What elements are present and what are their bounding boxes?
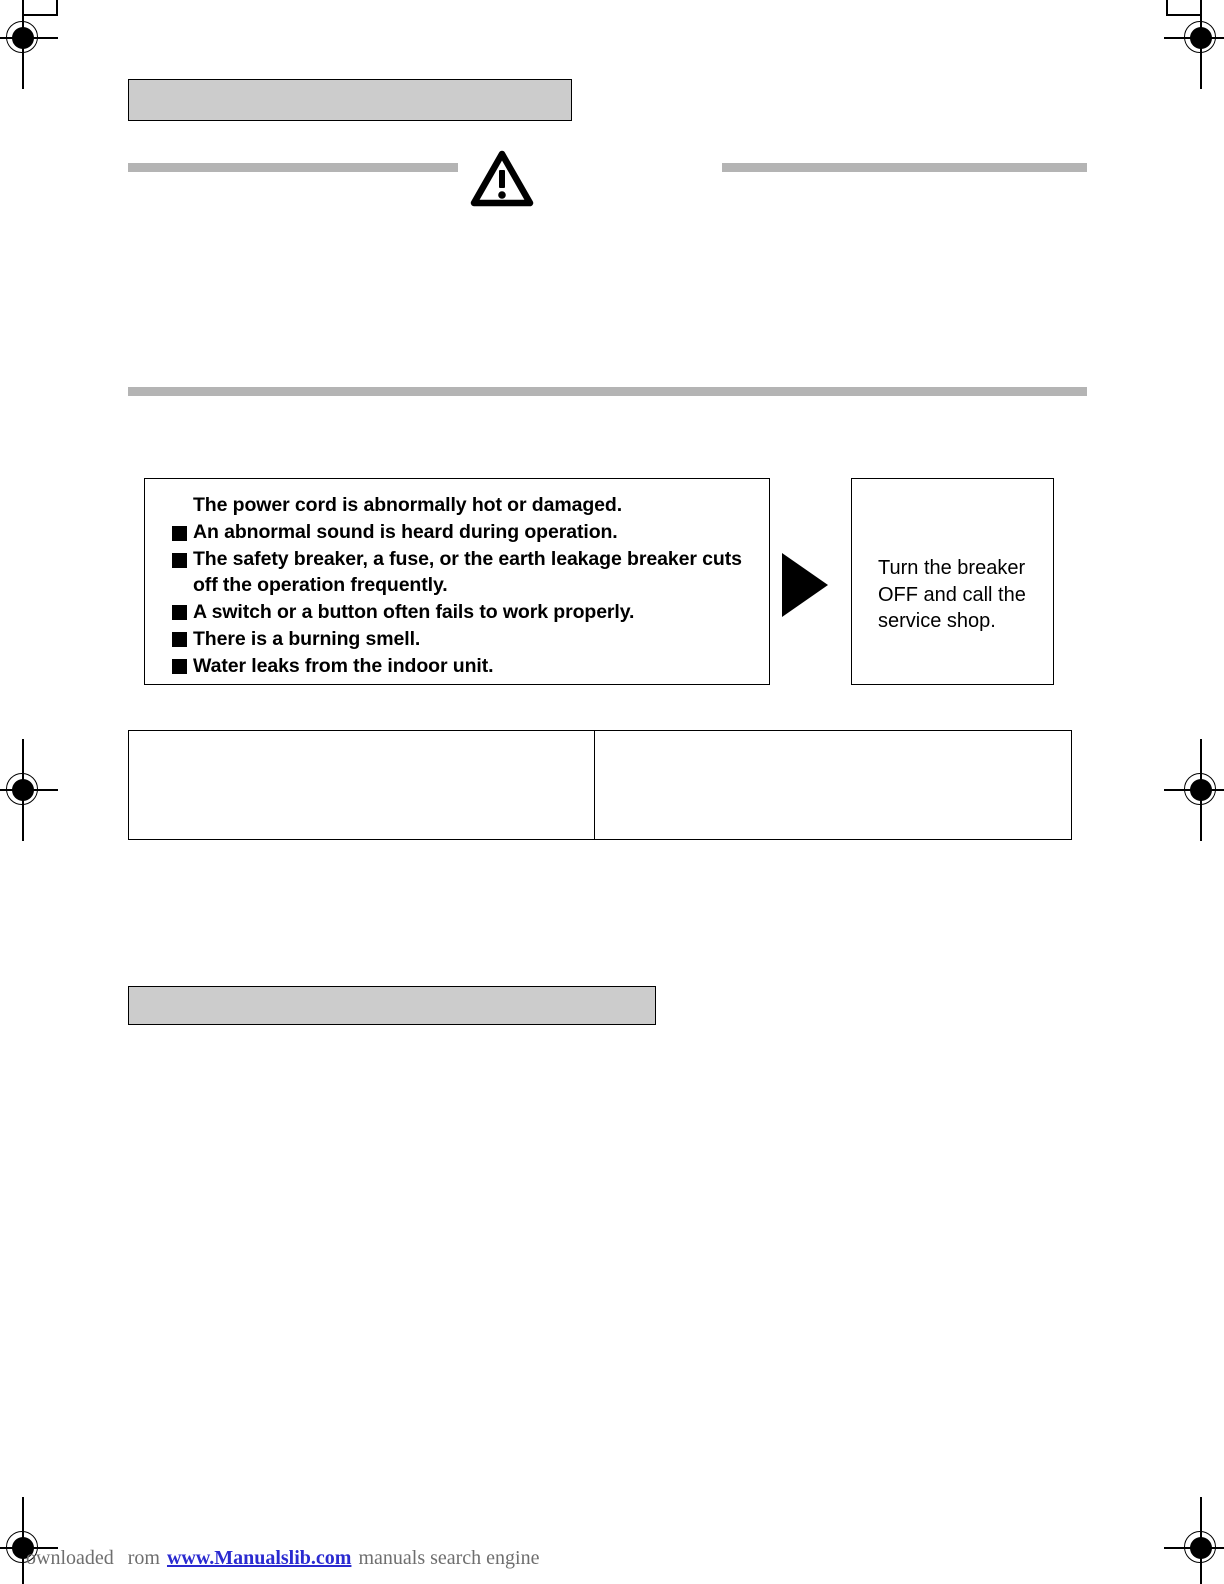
bullet-square-icon [159, 627, 193, 653]
list-item: The safety breaker, a fuse, or the earth… [159, 547, 757, 599]
symptom-list-box: The power cord is abnormally hot or dama… [144, 478, 770, 685]
footer-from: rom [127, 1547, 160, 1569]
registration-ring [1184, 1531, 1216, 1563]
registration-dot [1190, 27, 1212, 49]
registration-ring [6, 1531, 38, 1563]
list-item-label: An abnormal sound is heard during operat… [193, 521, 618, 543]
page-title [129, 80, 571, 92]
warning-triangle-icon [470, 150, 534, 213]
section-rule-left [128, 163, 458, 172]
section-rule-right [722, 163, 1087, 172]
list-item-label: The power cord is abnormally hot or dama… [193, 494, 623, 516]
bullet-square-icon [159, 547, 193, 573]
registration-mark-bottom-right [1164, 1497, 1224, 1584]
list-item-label: Water leaks from the indoor unit. [193, 654, 494, 677]
table-cell-right [595, 731, 1071, 839]
registration-ring [6, 773, 38, 805]
registration-dot [12, 27, 34, 49]
action-box: Turn the breaker OFF and call the servic… [851, 478, 1054, 685]
registration-dot [12, 1537, 34, 1559]
crop-mark-top-left [24, 0, 58, 22]
list-item: An abnormal sound is heard during operat… [159, 520, 757, 546]
footer-prefix: ownloaded [26, 1547, 114, 1569]
list-item-label: The safety breaker, a fuse, or the earth… [193, 548, 742, 596]
section-rule-full [128, 387, 1087, 396]
bullet-square-icon [159, 520, 193, 546]
registration-mark-top-right [1164, 0, 1224, 89]
registration-ring [6, 21, 38, 53]
footer-attribution: ownloaded rom www.Manualslib.com manuals se… [26, 1547, 540, 1570]
registration-dot [1190, 779, 1212, 801]
section-heading [129, 987, 655, 999]
info-table [128, 730, 1072, 840]
list-item: A switch or a button often fails to work… [159, 600, 757, 626]
manualslib-link[interactable]: www.Manualslib.com [166, 1547, 352, 1569]
footer-suffix: manuals search engine [358, 1547, 540, 1569]
bullet-square-icon [159, 600, 193, 626]
registration-mark-mid-right [1164, 739, 1224, 841]
bullet-square-icon [159, 654, 193, 680]
section-heading-box [128, 986, 656, 1025]
registration-mark-top-left [0, 0, 58, 89]
right-arrow-icon [782, 553, 828, 617]
table-cell-left [129, 731, 595, 839]
action-text: Turn the breaker OFF and call the servic… [878, 557, 1026, 633]
list-item: The power cord is abnormally hot or dama… [159, 493, 757, 519]
list-item-label: A switch or a button often fails to work… [193, 600, 635, 623]
list-item: Water leaks from the indoor unit. [159, 654, 757, 680]
registration-ring [1184, 21, 1216, 53]
registration-dot [12, 779, 34, 801]
registration-ring [1184, 773, 1216, 805]
list-item-label: There is a burning smell. [193, 627, 421, 650]
list-item: There is a burning smell. [159, 627, 757, 653]
page-title-box [128, 79, 572, 121]
registration-mark-mid-left [0, 739, 58, 841]
bullet-square-icon [159, 493, 193, 519]
registration-mark-bottom-left [0, 1497, 58, 1584]
crop-mark-top-right [1166, 0, 1200, 22]
registration-dot [1190, 1537, 1212, 1559]
